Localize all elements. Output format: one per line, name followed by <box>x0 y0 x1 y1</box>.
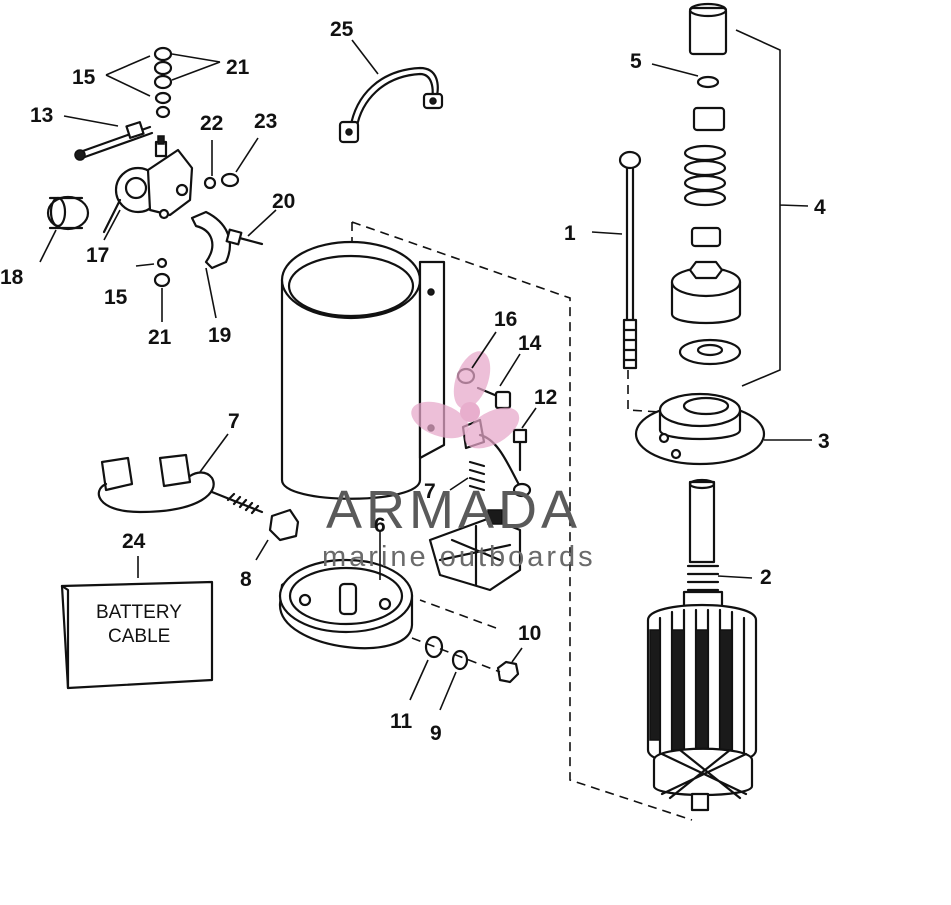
callout-16: 16 <box>494 308 517 331</box>
terminal-insulator <box>268 508 300 542</box>
callout-20: 20 <box>272 190 295 213</box>
washer-9 <box>451 649 469 671</box>
callout-21-upper: 21 <box>226 56 250 79</box>
field-frame <box>280 240 446 500</box>
callout-5: 5 <box>630 50 642 73</box>
callout-13: 13 <box>30 104 53 127</box>
propeller-blade-icon <box>464 407 520 449</box>
callout-7-upper: 7 <box>228 410 240 433</box>
solenoid-bracket <box>190 210 231 270</box>
callout-1: 1 <box>564 222 576 245</box>
callout-15-lower: 15 <box>104 286 128 309</box>
callout-4: 4 <box>814 196 826 219</box>
watermark-brand: ARMADA <box>326 480 581 540</box>
callout-labels: 1 2 3 4 5 6 7 7 8 9 10 11 12 13 14 15 15… <box>0 18 830 745</box>
callout-21-lower: 21 <box>148 326 172 349</box>
spring-spacer <box>690 226 722 248</box>
brush-plate <box>428 509 522 592</box>
callout-23: 23 <box>254 110 277 133</box>
through-bolt <box>618 150 642 370</box>
brush-lead-screw <box>512 428 528 472</box>
armada-logo-watermark <box>411 351 520 449</box>
callout-25: 25 <box>330 18 354 41</box>
bracket-screw <box>225 228 264 246</box>
lock-washer-15-lower <box>156 257 168 269</box>
armature <box>646 478 758 812</box>
callout-2: 2 <box>760 566 772 589</box>
nut-21-lower <box>153 272 171 288</box>
callout-6: 6 <box>374 514 386 537</box>
battery-cable-box <box>60 580 214 690</box>
callout-14: 14 <box>518 332 542 355</box>
callout-9: 9 <box>430 722 442 745</box>
drive-end-cap <box>634 392 766 466</box>
drive-cap <box>688 2 728 56</box>
battery-cable-line2: CABLE <box>108 626 170 647</box>
brush-set-with-cable <box>97 453 264 515</box>
callout-17: 17 <box>86 244 109 267</box>
lock-washer-22 <box>203 176 217 190</box>
thrust-washer <box>678 338 742 366</box>
callout-7-lower: 7 <box>424 480 436 503</box>
callout-24: 24 <box>122 530 146 553</box>
pinion-gear <box>670 260 742 325</box>
callout-15-upper: 15 <box>72 66 96 89</box>
callout-10: 10 <box>518 622 541 645</box>
callout-11: 11 <box>390 710 413 733</box>
propeller-hub-icon <box>460 402 480 422</box>
watermark-tagline: marine outboards <box>322 541 596 573</box>
solenoid-bolt <box>74 121 154 161</box>
hex-nut-10 <box>496 660 520 684</box>
callout-22: 22 <box>200 112 223 135</box>
nut-23 <box>220 172 240 188</box>
callout-18: 18 <box>0 266 24 289</box>
solenoid <box>102 135 194 234</box>
nut-stack <box>153 46 173 119</box>
propeller-blade-icon <box>411 401 469 439</box>
end-cap <box>278 558 414 650</box>
leader-lines <box>39 29 812 711</box>
ground-lead-wire <box>338 66 444 144</box>
shaft-guide-dashed-line <box>627 370 661 413</box>
solenoid-boot <box>46 195 90 231</box>
callout-8: 8 <box>240 568 252 591</box>
callout-12: 12 <box>534 386 557 409</box>
propeller-blade-icon <box>453 351 491 409</box>
drive-spring <box>683 144 727 207</box>
callout-19: 19 <box>208 324 231 347</box>
hardware-dashed-line <box>411 637 501 673</box>
callout-3: 3 <box>818 430 830 453</box>
stop-collar <box>692 106 726 132</box>
battery-cable-line1: BATTERY <box>96 602 182 623</box>
retaining-ring <box>696 75 720 89</box>
